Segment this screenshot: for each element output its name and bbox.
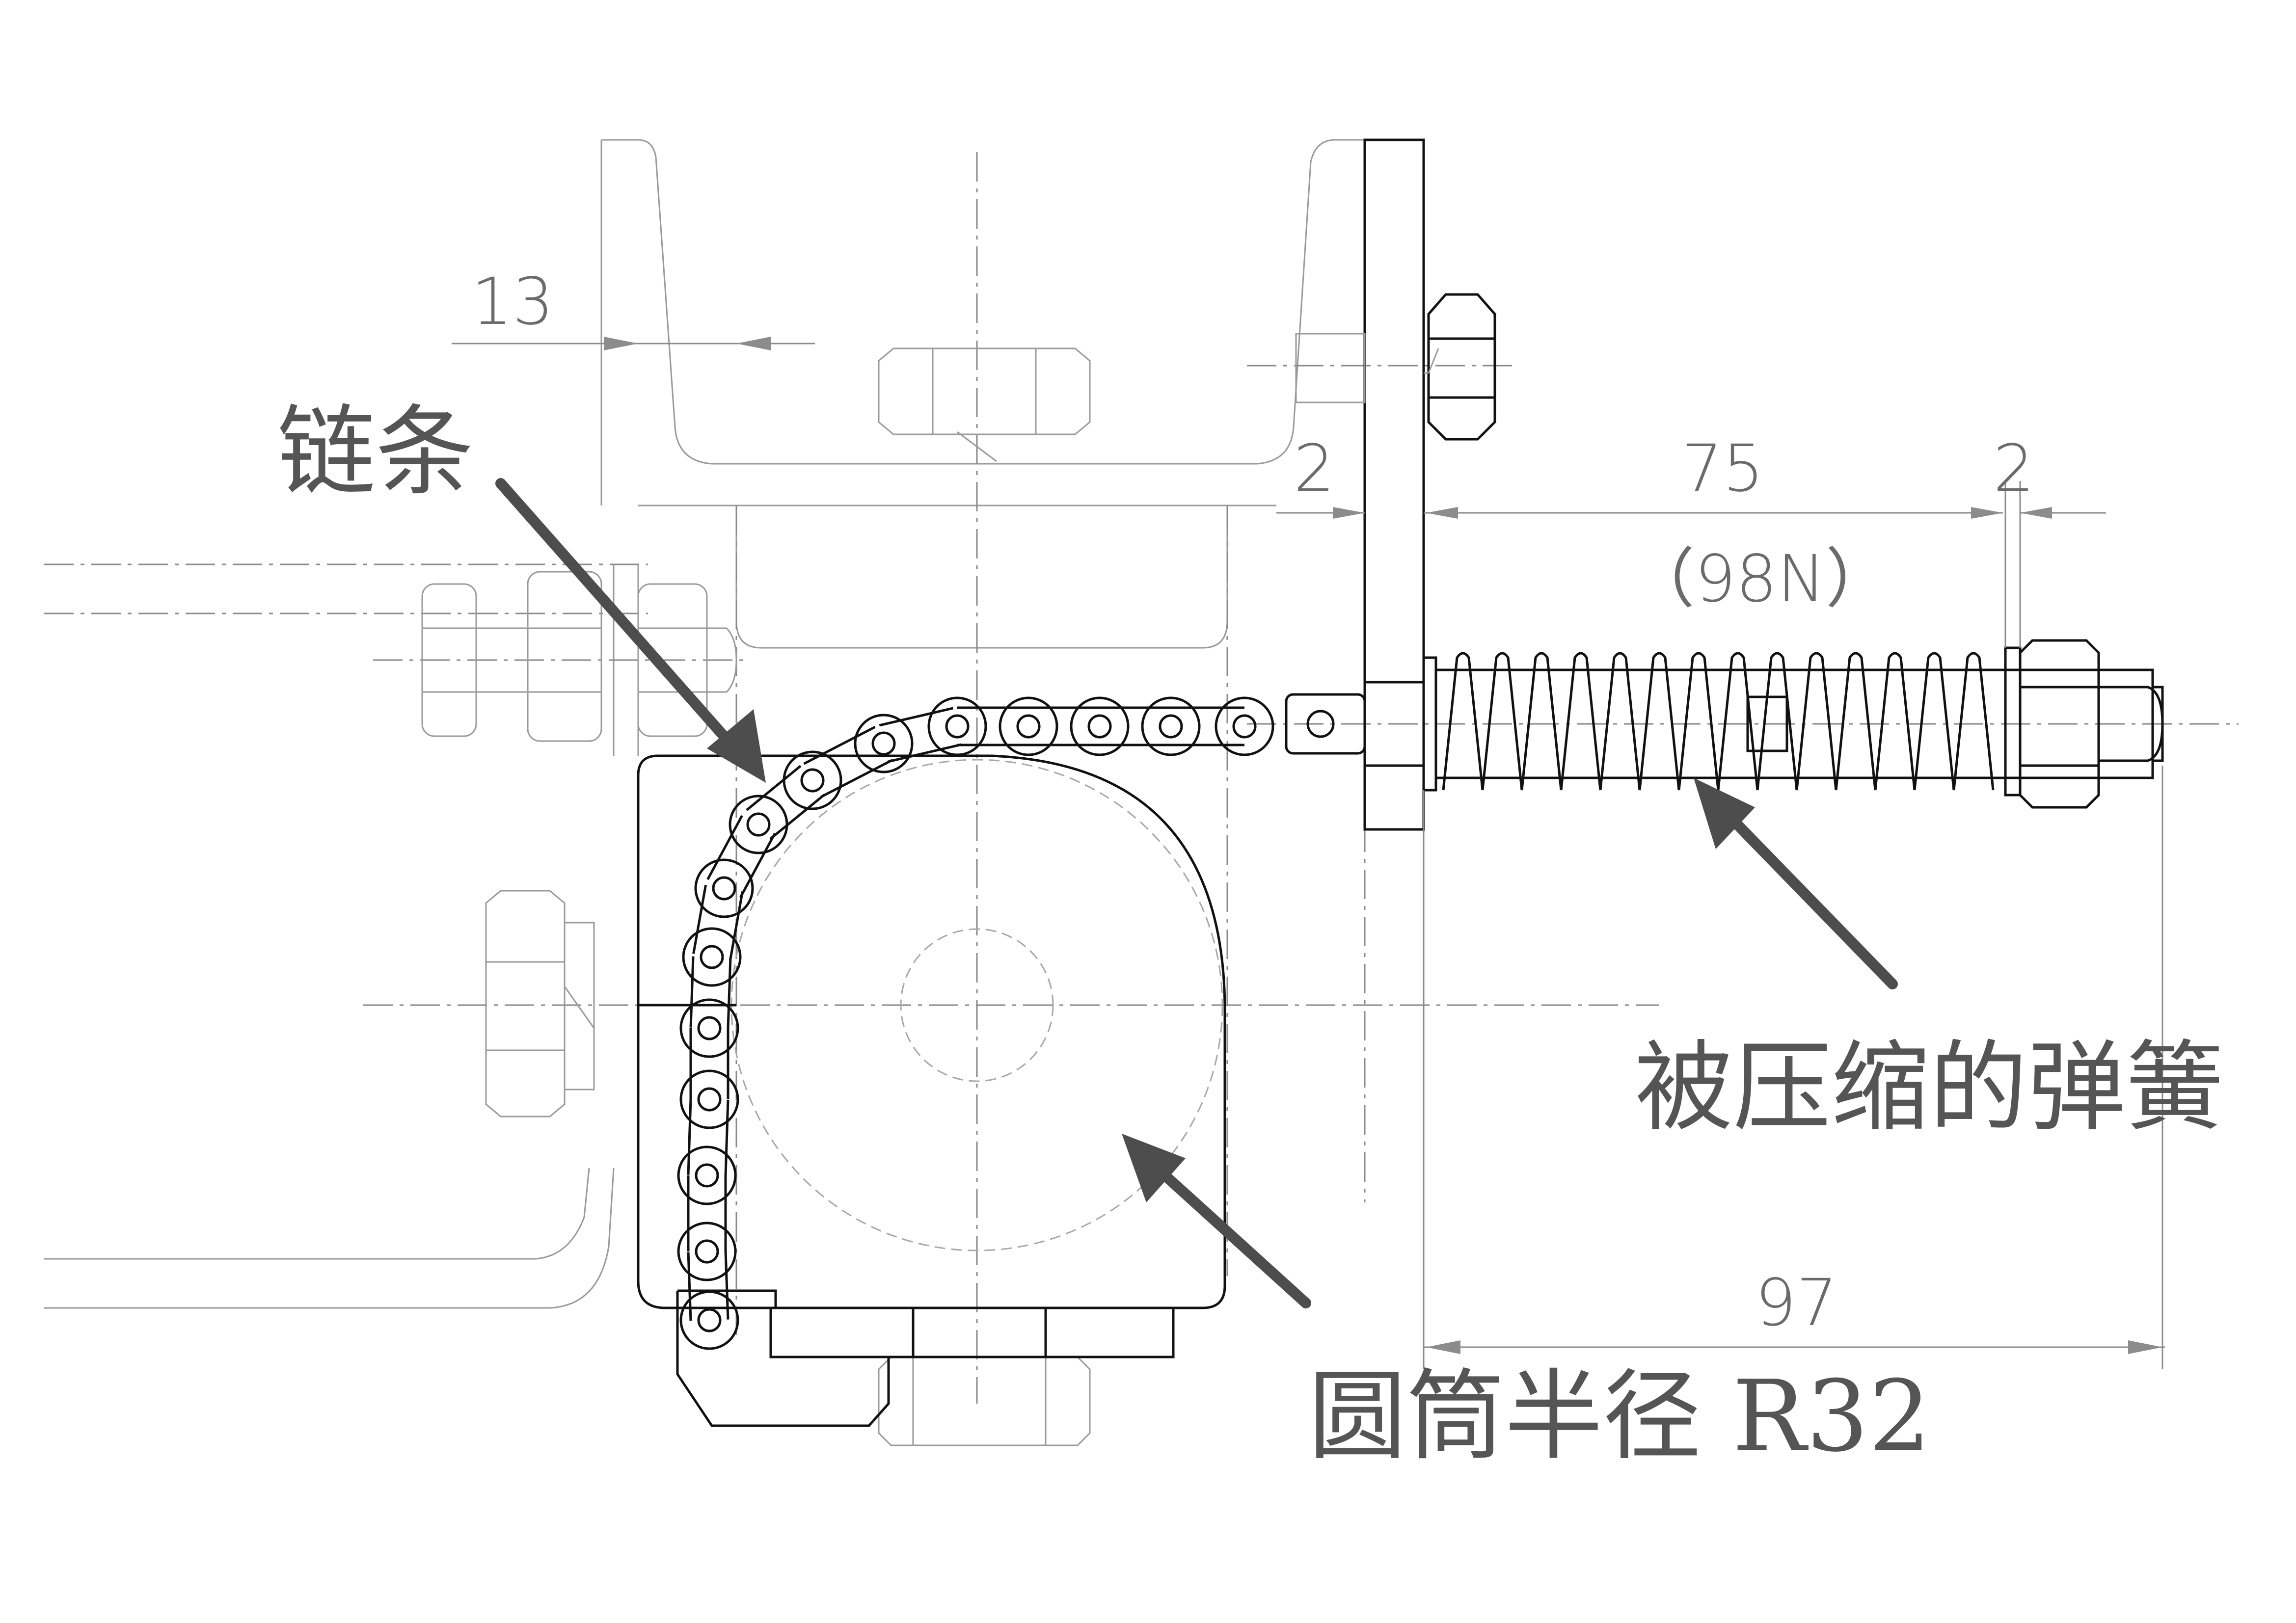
chain-pin bbox=[697, 1308, 722, 1332]
spring-coil bbox=[1717, 652, 1759, 791]
drum-label: 圆筒半径 R32 bbox=[1308, 1359, 1931, 1474]
spring-coil bbox=[1481, 652, 1523, 791]
chain-label: 链条 bbox=[277, 395, 474, 509]
chain-callout-arrow bbox=[495, 478, 766, 783]
chain-pin bbox=[1016, 714, 1041, 739]
plate-bolt bbox=[1295, 293, 1496, 441]
dim-force: （98N） bbox=[1630, 541, 1891, 617]
chain-link-plate bbox=[879, 707, 962, 763]
chain-roller bbox=[679, 1290, 739, 1350]
dim-75: 75 bbox=[1681, 431, 1764, 506]
chain-roller bbox=[677, 1145, 737, 1205]
chain-link-plate bbox=[706, 815, 776, 898]
chain-link-plate bbox=[687, 1175, 727, 1251]
chain-link-plate bbox=[803, 726, 893, 798]
spring-coil bbox=[1874, 652, 1916, 791]
chain bbox=[677, 696, 1274, 1350]
chain-end-fitting bbox=[1285, 693, 1366, 755]
dim-2-left: 2 bbox=[1294, 431, 1335, 506]
chain-roller bbox=[854, 714, 914, 773]
spring-coil bbox=[1677, 652, 1720, 791]
chain-link-plate bbox=[957, 706, 1028, 746]
chain-roller bbox=[783, 750, 842, 810]
chain-pin bbox=[697, 1087, 722, 1112]
chain-roller bbox=[679, 998, 739, 1058]
spring-coil bbox=[1952, 652, 1995, 791]
spring-callout-arrow bbox=[1694, 778, 1898, 989]
spring-coil bbox=[1835, 652, 1877, 791]
chain-pin bbox=[697, 1016, 722, 1040]
chain-link-plate bbox=[689, 956, 732, 1029]
chain-link-plate bbox=[687, 1098, 729, 1176]
top-hex-nut bbox=[878, 347, 1091, 462]
spring-coil bbox=[1756, 652, 1798, 791]
right-nuts bbox=[2004, 639, 2164, 809]
spring-coil bbox=[1599, 652, 1641, 791]
chain-roller bbox=[729, 795, 788, 854]
chain-pin bbox=[1232, 714, 1257, 739]
chain-roller bbox=[1215, 696, 1274, 756]
chain-pin bbox=[800, 768, 825, 793]
chain-roller bbox=[679, 1069, 739, 1129]
chain-roller bbox=[677, 1222, 737, 1281]
chain-link-plate bbox=[1100, 706, 1171, 746]
spring-coil bbox=[1638, 652, 1680, 791]
chain-link-plate bbox=[692, 884, 744, 961]
bottom-hex-nut bbox=[878, 1356, 1091, 1446]
spring-label: 被压缩的弹簧 bbox=[1635, 1031, 2224, 1145]
chain-pin bbox=[1087, 714, 1112, 739]
base-block bbox=[676, 1289, 1175, 1427]
chain-link-plate bbox=[687, 1251, 729, 1321]
chain-roller bbox=[1070, 696, 1130, 756]
chain-pin bbox=[1159, 714, 1183, 739]
chain-pin bbox=[695, 1163, 719, 1188]
chain-roller bbox=[999, 696, 1058, 756]
side-plate bbox=[1363, 138, 1425, 831]
spring-coil bbox=[1913, 652, 1955, 791]
chain-pin bbox=[700, 945, 724, 969]
spring-coil bbox=[1520, 652, 1563, 791]
dimension-lines bbox=[452, 337, 2165, 1369]
chain-pin bbox=[695, 1239, 719, 1264]
left-lower-bolt bbox=[485, 890, 595, 1117]
chain-pin bbox=[871, 731, 896, 756]
chain-roller bbox=[682, 927, 742, 987]
dim-2-right: 2 bbox=[1993, 431, 2034, 506]
spring-coil bbox=[1560, 652, 1602, 791]
chain-link-plate bbox=[1171, 706, 1244, 746]
spring-coil bbox=[1795, 652, 1837, 791]
chain-pin bbox=[746, 812, 771, 837]
chain-pin bbox=[945, 714, 970, 739]
chain-link-plate bbox=[689, 1028, 729, 1099]
chain-link-plate bbox=[1028, 706, 1100, 746]
compressed-spring bbox=[1442, 652, 1995, 791]
spring-coil bbox=[1442, 652, 1484, 791]
chain-roller bbox=[694, 858, 754, 918]
chain-pin bbox=[712, 876, 736, 901]
drum-callout-arrow bbox=[1122, 1134, 1311, 1308]
chain-roller bbox=[1141, 696, 1201, 756]
drum bbox=[637, 754, 1226, 1309]
left-upper-bolt bbox=[421, 571, 737, 742]
chain-roller bbox=[927, 696, 987, 756]
bracket-outline bbox=[44, 139, 1365, 1309]
chain-link-plate bbox=[746, 765, 825, 840]
dim-13: 13 bbox=[471, 264, 554, 340]
dim-97: 97 bbox=[1755, 1265, 1837, 1341]
